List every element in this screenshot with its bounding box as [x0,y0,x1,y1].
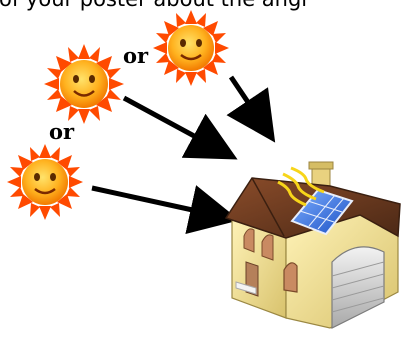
sun-icon-top [153,10,229,86]
house-illustration [226,162,400,328]
sun-icon-middle [44,44,124,124]
or-label-top: or [123,43,148,68]
arrow-middle [124,98,220,150]
or-label-left: or [49,119,74,144]
arrow-bottom [92,188,220,216]
arrow-top [231,77,264,126]
sun-icon-bottom [7,144,83,220]
